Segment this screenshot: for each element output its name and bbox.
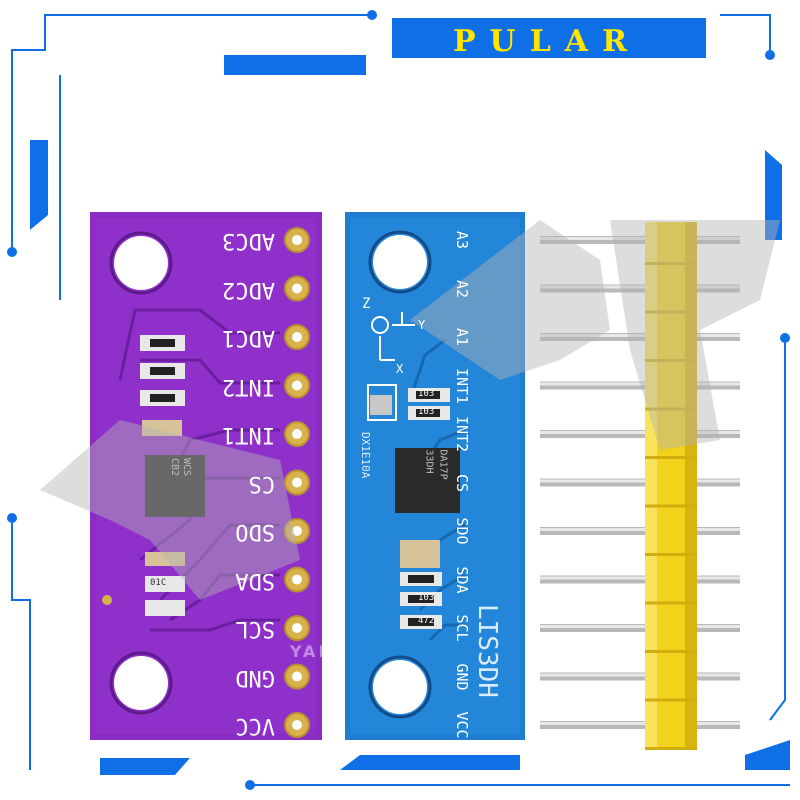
blue-chip xyxy=(395,448,460,513)
purple-pin-label: ADC2 xyxy=(222,276,275,302)
purple-pad-hole xyxy=(292,671,302,682)
blue-resistor-label-2: 103 xyxy=(418,407,435,417)
blue-resistor-label-4: 472 xyxy=(418,616,435,626)
header-pin-highlight xyxy=(540,722,740,725)
brand-banner: PULAR xyxy=(392,12,702,68)
purple-pad-hole xyxy=(292,332,302,342)
header-pin-highlight xyxy=(540,382,740,386)
purple-pin-label: VCC xyxy=(235,713,275,738)
header-pin-highlight xyxy=(540,576,740,580)
purple-pin-label: SCL xyxy=(235,616,275,641)
blue-side-label: DX1E10A xyxy=(359,432,372,479)
header-segment xyxy=(645,504,697,508)
header-segment xyxy=(645,553,697,556)
blue-resistor-label-3: 103 xyxy=(418,593,435,603)
axis-label-x: X xyxy=(396,362,404,376)
axis-marker xyxy=(371,312,415,361)
purple-pad-hole xyxy=(292,477,302,488)
blue-chip-label-1: 33DH xyxy=(423,449,435,474)
axis-label-z: Z xyxy=(362,296,371,312)
purple-pin-label: CS xyxy=(248,470,276,496)
header-segment xyxy=(645,698,697,702)
header-segment xyxy=(645,262,697,265)
watermark-text: YAI xyxy=(290,642,328,661)
frame-blocks xyxy=(30,55,790,775)
pin-header xyxy=(540,222,740,750)
header-pin-highlight xyxy=(540,334,740,337)
frame-dots xyxy=(7,10,790,790)
purple-pad-hole xyxy=(292,574,302,585)
brand-name: PULAR xyxy=(452,24,642,59)
purple-board xyxy=(90,212,322,740)
purple-pin-label: ADC3 xyxy=(222,228,275,253)
blue-pin-label: VCC xyxy=(453,711,471,739)
header-segment xyxy=(645,407,697,411)
purple-pad-hole xyxy=(292,720,302,730)
header-segment xyxy=(645,601,697,605)
purple-pad-hole xyxy=(292,283,302,294)
axis-label-y: Y xyxy=(418,318,426,332)
header-pin-highlight xyxy=(540,237,740,240)
blue-board xyxy=(345,212,525,740)
header-segment xyxy=(645,456,697,459)
purple-chip-label-2: WCS xyxy=(181,458,192,477)
purple-pin-label: SDO xyxy=(235,519,275,544)
header-pin-highlight xyxy=(540,431,740,434)
header-pin-highlight xyxy=(540,673,740,677)
purple-pin-label: ADC1 xyxy=(222,325,275,350)
header-segment xyxy=(645,650,697,653)
watermark xyxy=(40,220,780,600)
header-pin-highlight xyxy=(540,285,740,289)
purple-pad-hole xyxy=(292,526,302,536)
blue-resistor-label-1: 103 xyxy=(418,389,435,399)
header-segment xyxy=(645,359,697,362)
purple-pad-hole xyxy=(292,380,302,391)
purple-chip xyxy=(145,455,205,517)
blue-chip-label-2: DA17P xyxy=(437,449,449,480)
header-segment xyxy=(645,310,697,314)
header-pin-highlight xyxy=(540,479,740,483)
header-pin-highlight xyxy=(540,528,740,531)
purple-pin-label: SDA xyxy=(235,567,275,593)
purple-pad-hole xyxy=(292,235,302,245)
purple-pin-label: GND xyxy=(235,664,275,690)
purple-pin-label: INT2 xyxy=(222,373,275,399)
purple-pin-label: INT1 xyxy=(222,422,275,447)
purple-pad-hole xyxy=(292,623,302,633)
frame-lines xyxy=(11,14,790,786)
header-segment xyxy=(645,747,697,750)
brand-banner-shape xyxy=(392,18,706,58)
purple-pad-hole xyxy=(292,429,302,439)
blue-model-label: LIS3DH xyxy=(472,604,502,698)
header-pin-highlight xyxy=(540,625,740,628)
purple-resistor-label: 01C xyxy=(150,578,167,588)
